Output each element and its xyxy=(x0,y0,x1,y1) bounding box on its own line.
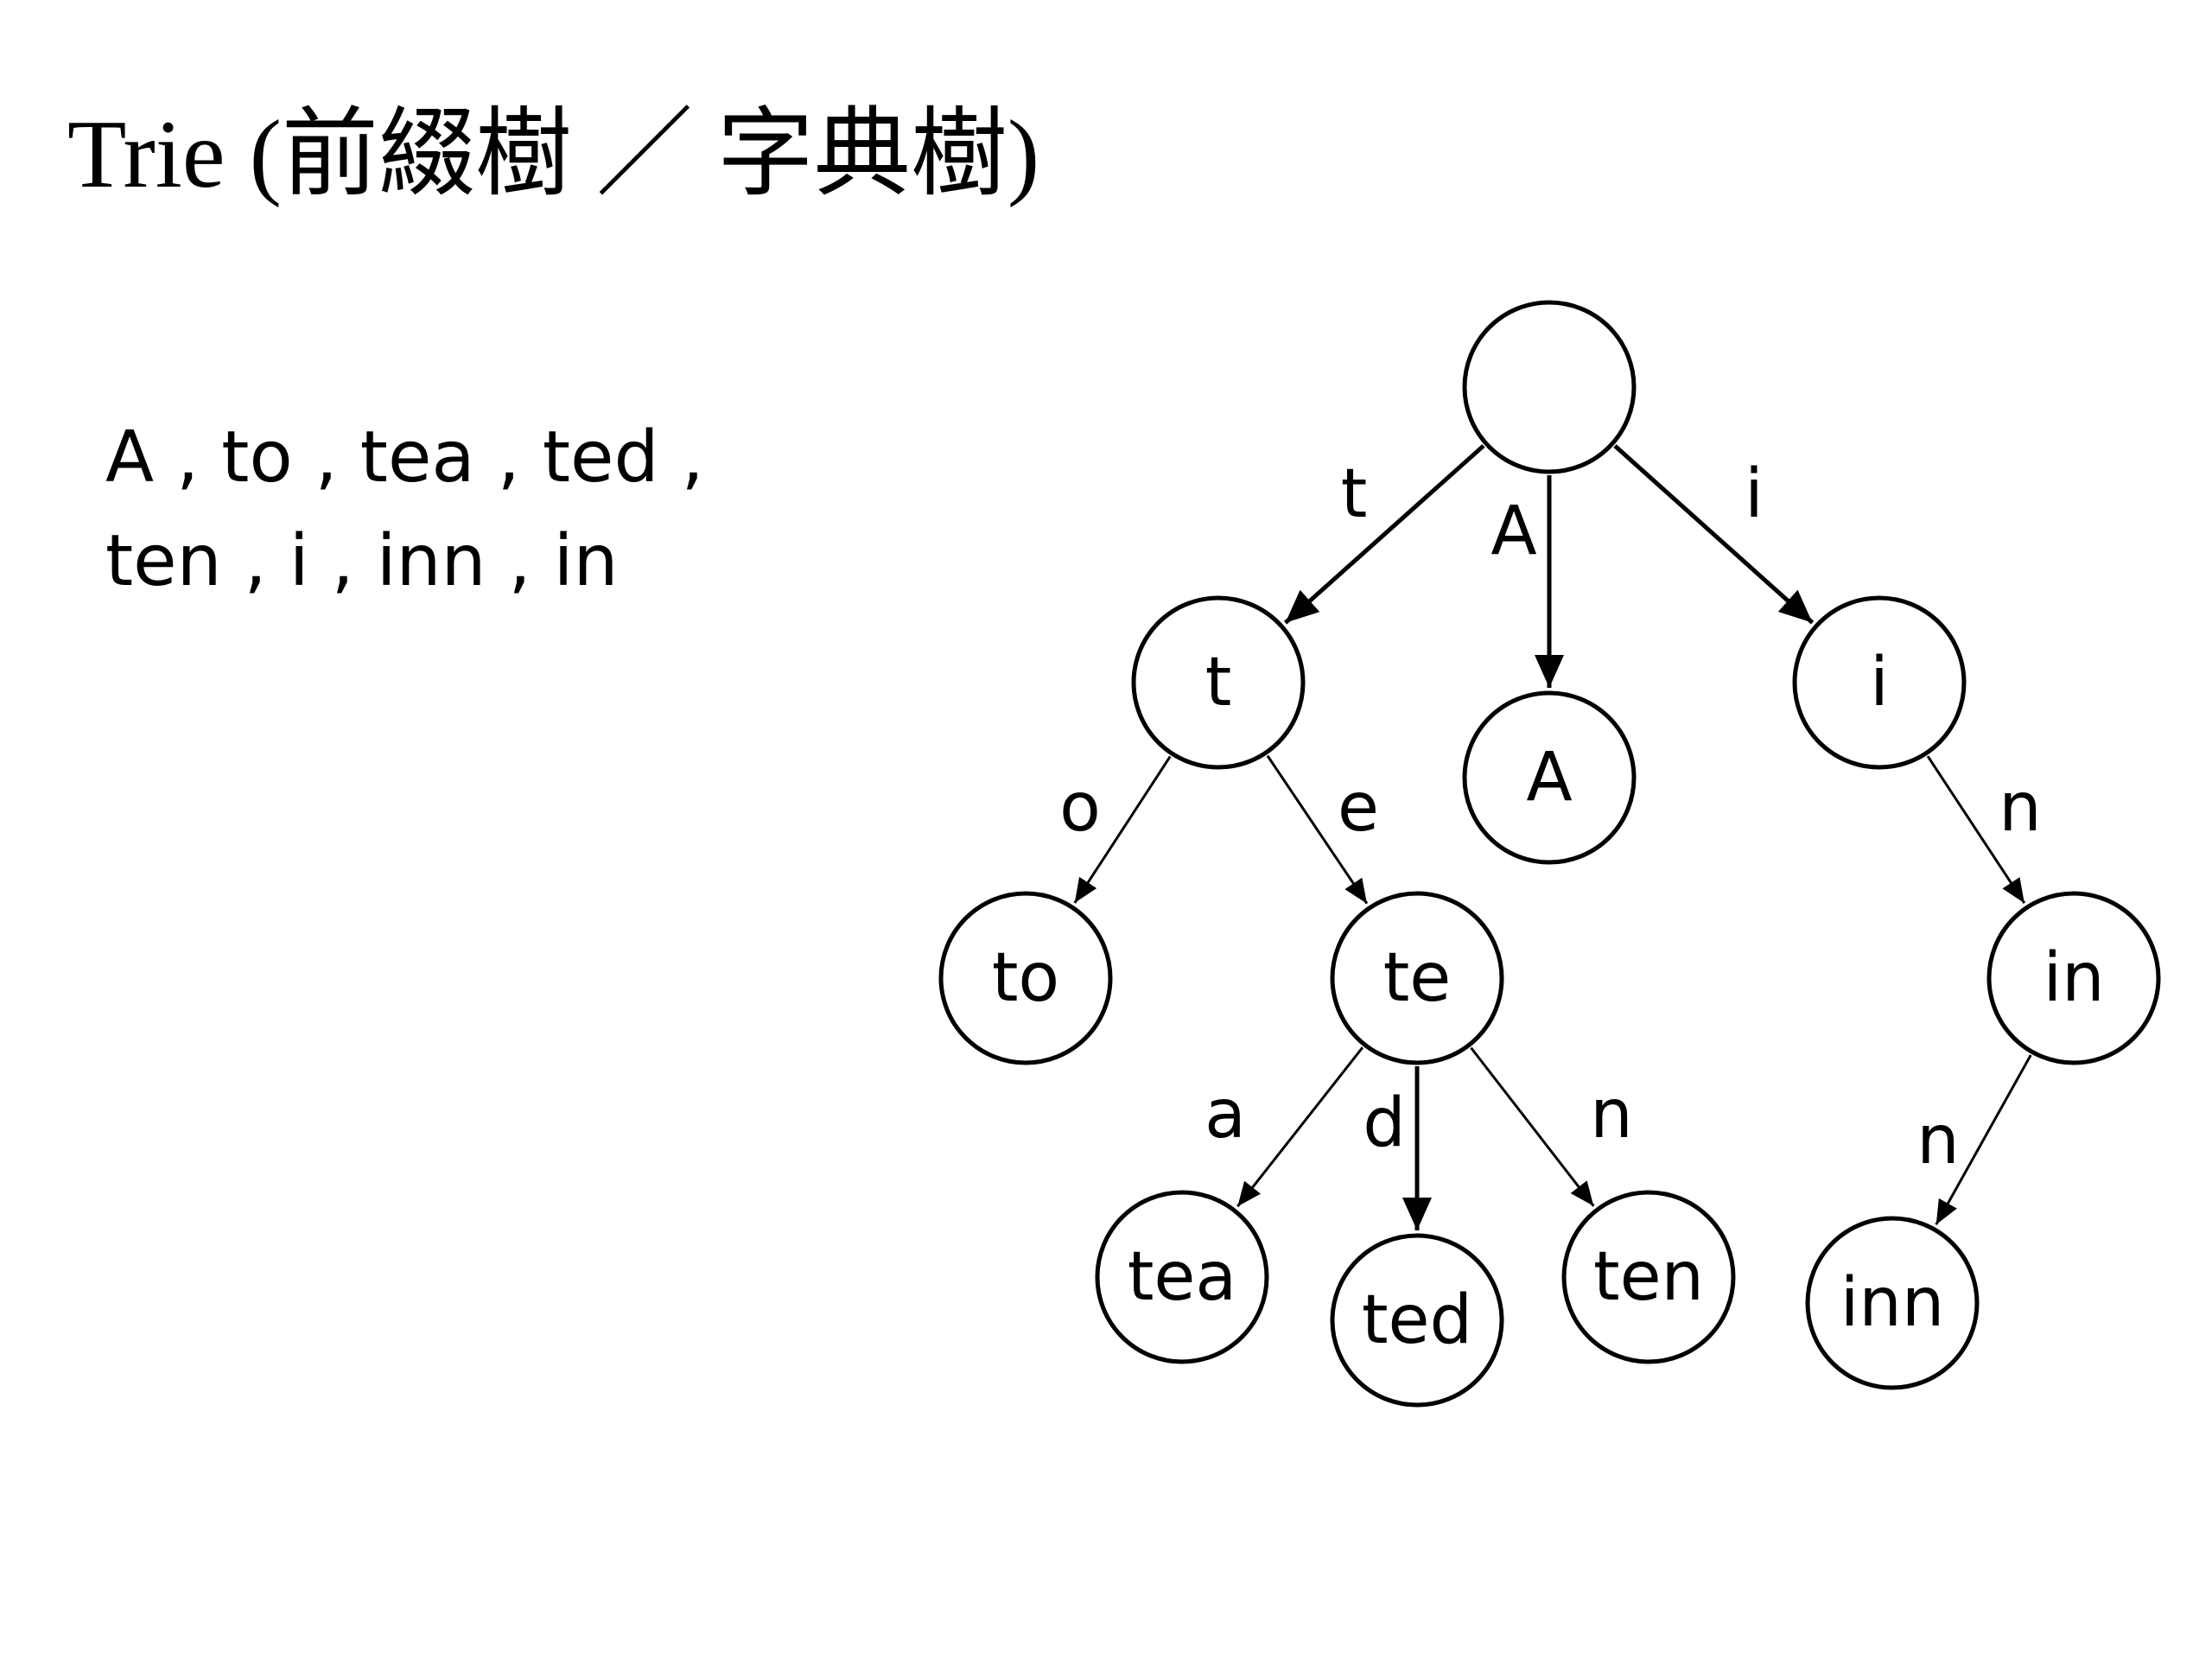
word-list-line-1: A , to , tea , ted , xyxy=(105,416,704,499)
edge-t-te xyxy=(1266,754,1369,905)
edge-arrowhead-i-in xyxy=(2002,877,2024,904)
edge-arrowhead-root-i xyxy=(1777,589,1813,623)
edge-te-tea xyxy=(1236,1046,1364,1208)
edge-label-root-i: i xyxy=(1745,455,1764,533)
trie-node-label: te xyxy=(1383,939,1452,1017)
trie-node-circle xyxy=(1561,1190,1736,1364)
edge-arrowhead-te-tea xyxy=(1237,1180,1262,1207)
trie-node-label: ted xyxy=(1362,1281,1472,1359)
edge-arrowhead-te-ten xyxy=(1570,1180,1594,1206)
trie-node-label: A xyxy=(1526,739,1572,817)
trie-node-i: i xyxy=(1792,595,1967,770)
edge-te-ten xyxy=(1470,1046,1595,1207)
edge-label-in-inn: n xyxy=(1916,1102,1959,1179)
trie-node-ten: ten xyxy=(1561,1190,1736,1364)
edge-label-t-te: e xyxy=(1338,769,1379,847)
trie-node-label: ten xyxy=(1593,1238,1704,1316)
trie-node-label: tea xyxy=(1128,1238,1236,1316)
edge-label-te-tea: a xyxy=(1205,1076,1246,1154)
trie-node-circle xyxy=(1462,300,1637,474)
trie-node-inn: inn xyxy=(1805,1216,1980,1390)
trie-node-label: to xyxy=(992,939,1059,1017)
edge-label-root-A: A xyxy=(1491,493,1536,570)
trie-node-label: in xyxy=(2043,939,2104,1017)
trie-node-ted: ted xyxy=(1330,1233,1504,1408)
edge-arrowhead-root-A xyxy=(1535,655,1564,688)
word-list-line-2: ten , i , inn , in xyxy=(105,520,619,602)
word-list: A , to , tea , ted , ten , i , inn , in xyxy=(105,406,704,613)
trie-node-to: to xyxy=(938,891,1113,1065)
trie-node-label: inn xyxy=(1840,1264,1945,1342)
trie-node-circle xyxy=(1330,891,1504,1065)
trie-node-circle xyxy=(1805,1216,1980,1390)
edge-label-root-t: t xyxy=(1341,455,1368,533)
trie-node-circle xyxy=(1986,891,2161,1065)
edge-root-i xyxy=(1613,444,1815,625)
edge-arrowhead-root-t xyxy=(1285,589,1320,623)
trie-node-A: A xyxy=(1462,690,1637,865)
slide-title: Trie (前綴樹 ／ 字典樹) xyxy=(67,101,1040,208)
edge-in-inn xyxy=(1935,1054,2032,1225)
edge-arrowhead-t-te xyxy=(1344,877,1367,904)
edge-label-t-to: o xyxy=(1059,769,1101,847)
trie-node-circle xyxy=(1330,1233,1504,1408)
trie-node-circle xyxy=(938,891,1113,1065)
edge-t-to xyxy=(1073,755,1172,904)
trie-node-label: i xyxy=(1870,644,1889,721)
trie-node-tea: tea xyxy=(1095,1190,1269,1364)
edge-label-i-in: n xyxy=(1999,769,2041,847)
trie-node-te: te xyxy=(1330,891,1504,1065)
edge-arrowhead-t-to xyxy=(1074,876,1097,903)
trie-node-label: t xyxy=(1205,644,1232,721)
edge-i-in xyxy=(1926,755,2026,904)
trie-node-root xyxy=(1462,300,1637,474)
edge-label-te-ten: n xyxy=(1590,1076,1632,1154)
trie-node-t: t xyxy=(1131,595,1306,770)
trie-node-circle xyxy=(1462,690,1637,865)
edge-label-te-ted: d xyxy=(1363,1084,1406,1162)
edge-root-t xyxy=(1283,444,1485,625)
trie-node-in: in xyxy=(1986,891,2161,1065)
trie-node-circle xyxy=(1095,1190,1269,1364)
edge-arrowhead-in-inn xyxy=(1936,1198,1957,1225)
trie-node-circle xyxy=(1131,595,1306,770)
edge-arrowhead-te-ted xyxy=(1402,1198,1432,1230)
trie-node-circle xyxy=(1792,595,1967,770)
